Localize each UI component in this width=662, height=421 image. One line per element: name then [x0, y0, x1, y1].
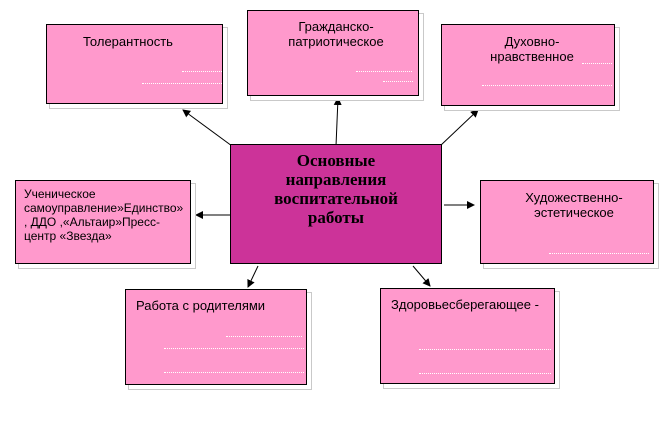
arrow-to-tolerance [182, 109, 233, 147]
node-spiritual: Духовно-нравственное [441, 24, 615, 106]
node-art-label: Художественно-эстетическое [525, 190, 623, 220]
node-spiritual-label: Духовно-нравственное [490, 34, 574, 64]
node-tolerance: Толерантность [46, 24, 223, 104]
center-node-label: Основные направления воспитательной рабо… [274, 151, 398, 227]
node-parents-label: Работа с родителями [136, 298, 266, 313]
node-parents: Работа с родителями [125, 289, 307, 385]
node-civic: Гражданско-патриотическое [247, 10, 419, 96]
node-selfgov-label: Ученическое самоуправление»Единство» , Д… [24, 187, 184, 243]
node-health-label: Здоровьесберегающее - [391, 297, 539, 312]
node-selfgov: Ученическое самоуправление»Единство» , Д… [15, 180, 191, 264]
arrow-to-spiritual [439, 109, 479, 147]
arrow-to-parents [247, 265, 259, 288]
node-art: Художественно-эстетическое [480, 180, 654, 264]
node-civic-label: Гражданско-патриотическое [288, 19, 384, 49]
node-tolerance-label: Толерантность [83, 34, 173, 49]
center-node: Основные направления воспитательной рабо… [230, 144, 442, 264]
arrow-to-civic [333, 97, 342, 147]
arrow-to-health [412, 265, 431, 287]
node-health: Здоровьесберегающее - [380, 288, 555, 384]
